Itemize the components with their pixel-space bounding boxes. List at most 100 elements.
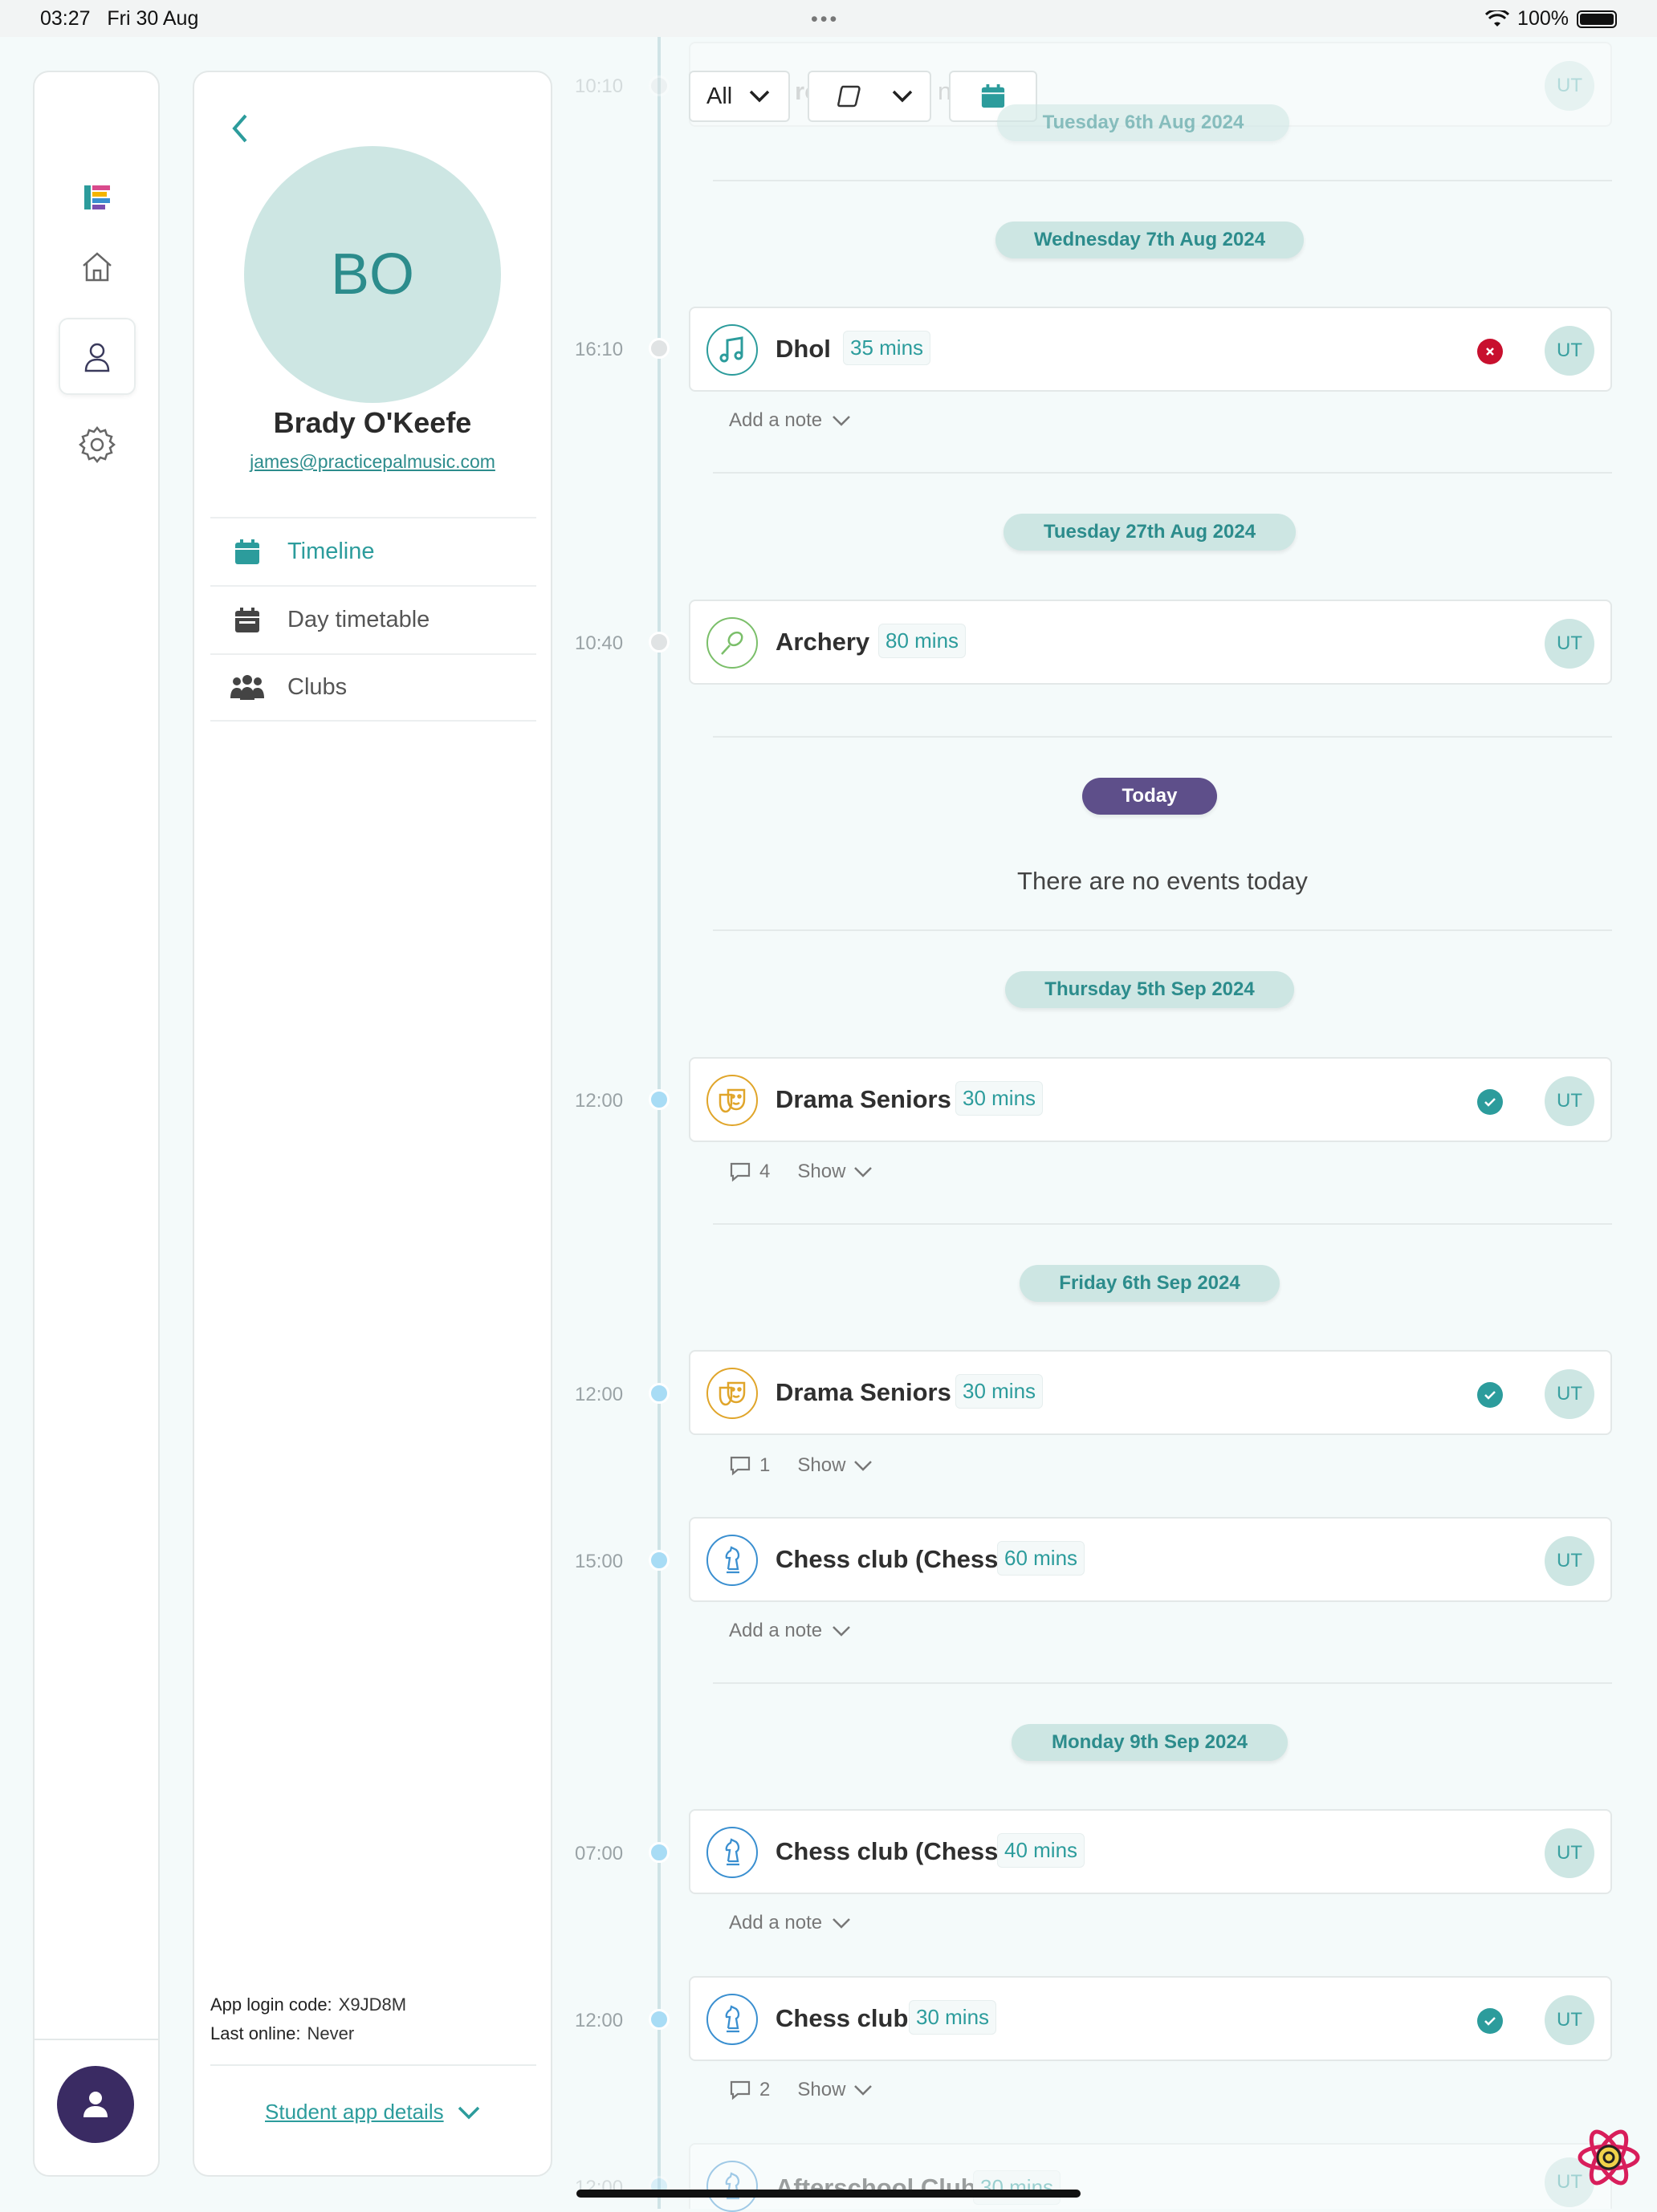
type-filter-value: All <box>706 83 733 109</box>
event-time: 10:40 <box>575 632 624 654</box>
event-duration: 60 mins <box>997 1541 1085 1576</box>
date-pill: Tuesday 27th Aug 2024 <box>1004 514 1296 551</box>
comment-icon <box>730 2080 751 2100</box>
event-card-drama-seniors[interactable]: Drama Seniors 30 mins UT <box>689 1057 1612 1142</box>
menu-item-clubs[interactable]: Clubs <box>210 653 536 722</box>
student-profile-panel: BO Brady O'Keefe james@practicepalmusic.… <box>193 71 552 2177</box>
type-filter-select[interactable]: All <box>689 71 790 122</box>
status-right: 100% <box>1485 7 1617 30</box>
students-nav-icon[interactable] <box>59 318 136 395</box>
event-title: Chess club (Chess) <box>776 1545 1007 1573</box>
settings-gear-icon[interactable] <box>59 406 136 483</box>
login-info: App login code:X9JD8M Last online:Never <box>210 1990 406 2048</box>
teacher-avatar[interactable]: UT <box>1545 1076 1594 1126</box>
add-note-toggle[interactable]: Add a note <box>729 409 851 432</box>
day-divider <box>713 472 1612 474</box>
battery-icon <box>1577 10 1617 28</box>
last-online-value: Never <box>307 2023 355 2043</box>
teacher-avatar[interactable]: UT <box>1545 1995 1594 2045</box>
event-card-chess-club[interactable]: Chess club 30 mins UT <box>689 1976 1612 2061</box>
event-time: 10:10 <box>575 75 624 97</box>
add-note-toggle[interactable]: Add a note <box>729 1620 851 1642</box>
app-logo-icon[interactable] <box>59 159 136 236</box>
calendar-icon <box>230 607 265 634</box>
nav-rail <box>33 71 160 2177</box>
shape-filter-select[interactable] <box>808 71 931 122</box>
react-devtools-icon[interactable] <box>1575 2124 1643 2195</box>
calendar-icon <box>230 539 265 566</box>
home-indicator[interactable] <box>576 2190 1081 2198</box>
day-divider <box>713 1223 1612 1225</box>
menu-item-day-timetable[interactable]: Day timetable <box>210 585 536 653</box>
timeline-dot <box>649 338 670 359</box>
event-duration: 30 mins <box>955 1081 1044 1116</box>
chess-knight-icon <box>706 1994 758 2045</box>
add-note-label: Add a note <box>729 409 823 431</box>
archery-icon <box>706 617 758 669</box>
completed-check-icon <box>1477 1382 1503 1408</box>
date-pill: Tuesday 6th Aug 2024 <box>997 104 1289 141</box>
event-card-archery[interactable]: Archery 80 mins UT <box>689 600 1612 685</box>
event-card-chess-club[interactable]: Chess club (Chess) 60 mins UT <box>689 1517 1612 1602</box>
chevron-down-icon <box>854 2085 873 2096</box>
day-divider <box>713 1682 1612 1684</box>
drama-masks-icon <box>706 1075 758 1126</box>
back-chevron-icon[interactable] <box>228 112 252 148</box>
teacher-avatar[interactable]: UT <box>1545 619 1594 669</box>
event-card-chess-club[interactable]: Chess club (Chess) 40 mins UT <box>689 1809 1612 1894</box>
student-app-details-toggle[interactable]: Student app details <box>265 2100 481 2125</box>
teacher-avatar[interactable]: UT <box>1545 61 1594 111</box>
date-pill: Wednesday 7th Aug 2024 <box>995 222 1304 258</box>
event-card-dhol[interactable]: Dhol 35 mins UT <box>689 307 1612 392</box>
teacher-avatar[interactable]: UT <box>1545 1536 1594 1586</box>
comments-row[interactable]: 1 Show <box>729 1454 873 1477</box>
comments-row[interactable]: 2 Show <box>729 2079 873 2101</box>
comment-icon <box>730 1456 751 1476</box>
wifi-icon <box>1485 10 1510 26</box>
comment-count: 4 <box>759 1161 771 1182</box>
teacher-avatar[interactable]: UT <box>1545 326 1594 376</box>
date-pill: Monday 9th Sep 2024 <box>1012 1724 1288 1761</box>
student-email-link[interactable]: james@practicepalmusic.com <box>250 451 495 472</box>
teacher-avatar[interactable]: UT <box>1545 1828 1594 1878</box>
calendar-icon <box>981 83 1005 108</box>
add-note-label: Add a note <box>729 1912 823 1933</box>
last-online-label: Last online: <box>210 2023 301 2043</box>
chess-knight-icon <box>706 1827 758 1878</box>
timeline-track <box>658 37 661 2209</box>
chevron-down-icon <box>892 90 913 103</box>
today-pill: Today <box>1082 778 1217 815</box>
event-time: 16:10 <box>575 339 624 360</box>
chevron-down-icon <box>833 1626 850 1637</box>
timeline-dot <box>649 1383 670 1404</box>
account-avatar[interactable] <box>57 2066 134 2143</box>
cancelled-x-icon <box>1477 339 1503 364</box>
status-bar: 03:27 Fri 30 Aug ••• 100% <box>0 0 1657 37</box>
menu-item-timeline[interactable]: Timeline <box>210 517 536 585</box>
home-icon[interactable] <box>59 228 136 305</box>
menu-item-label: Clubs <box>287 674 348 700</box>
timeline-dot <box>649 1550 670 1571</box>
event-title: Archery <box>776 628 870 656</box>
date-pill: Thursday 5th Sep 2024 <box>1005 971 1294 1008</box>
event-card-drama-seniors[interactable]: Drama Seniors 30 mins UT <box>689 1350 1612 1435</box>
multitasking-dots[interactable]: ••• <box>811 8 840 30</box>
event-time: 12:00 <box>575 2010 624 2031</box>
event-time: 15:00 <box>575 1551 624 1572</box>
event-card-afterschool-club[interactable]: Afterschool Club 30 mins UT <box>689 2143 1612 2212</box>
timeline-dot <box>649 1089 670 1110</box>
add-note-toggle[interactable]: Add a note <box>729 1912 851 1934</box>
teacher-avatar[interactable]: UT <box>1545 1369 1594 1419</box>
event-title: Afterschool Club <box>776 2173 976 2202</box>
user-icon <box>83 2092 108 2117</box>
event-title: Drama Seniors <box>776 1378 951 1406</box>
event-duration: 80 mins <box>878 624 967 658</box>
completed-check-icon <box>1477 2008 1503 2034</box>
event-duration: 30 mins <box>909 2000 997 2035</box>
status-time: 03:27 Fri 30 Aug <box>40 7 199 30</box>
chess-knight-icon <box>706 2161 758 2212</box>
event-duration: 30 mins <box>973 2170 1061 2205</box>
comments-row[interactable]: 4 Show <box>729 1161 873 1183</box>
event-title: Chess club <box>776 2004 909 2032</box>
show-label: Show <box>797 1161 846 1182</box>
